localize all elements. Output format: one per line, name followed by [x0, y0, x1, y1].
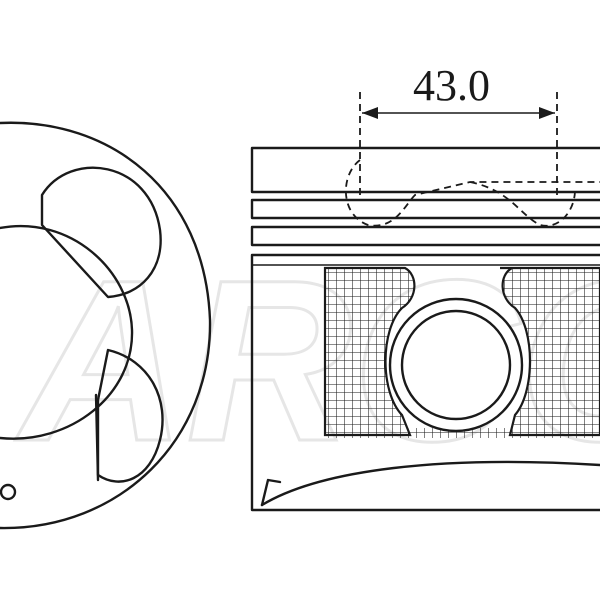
dimension-label: 43.0: [413, 61, 490, 110]
valve-pocket-upper: [40, 166, 162, 299]
pin-bore-outer: [388, 297, 524, 433]
crown-band: [250, 146, 600, 194]
pin-boss-left: [323, 266, 416, 437]
crown-outline: [0, 121, 212, 530]
piston-top-view: [0, 121, 212, 530]
grid-strip: [325, 428, 600, 438]
pin-bore-inner: [400, 309, 512, 421]
dim-arrow-left: [362, 107, 378, 119]
ring-groove-1: [250, 198, 600, 220]
skirt-foot: [260, 478, 282, 507]
bowl-cavity: [345, 159, 600, 227]
pin-boss-right: [500, 266, 600, 437]
dim-arrow-right: [539, 107, 555, 119]
combustion-bowl: [0, 225, 134, 440]
skirt-outline: [250, 253, 600, 512]
ring-groove-2: [250, 225, 600, 247]
piston-side-view: 43.0: [250, 61, 600, 512]
skirt-bottom-curve: [260, 460, 600, 507]
valve-pocket-lower: [96, 348, 164, 483]
marker-hole: [0, 483, 17, 501]
